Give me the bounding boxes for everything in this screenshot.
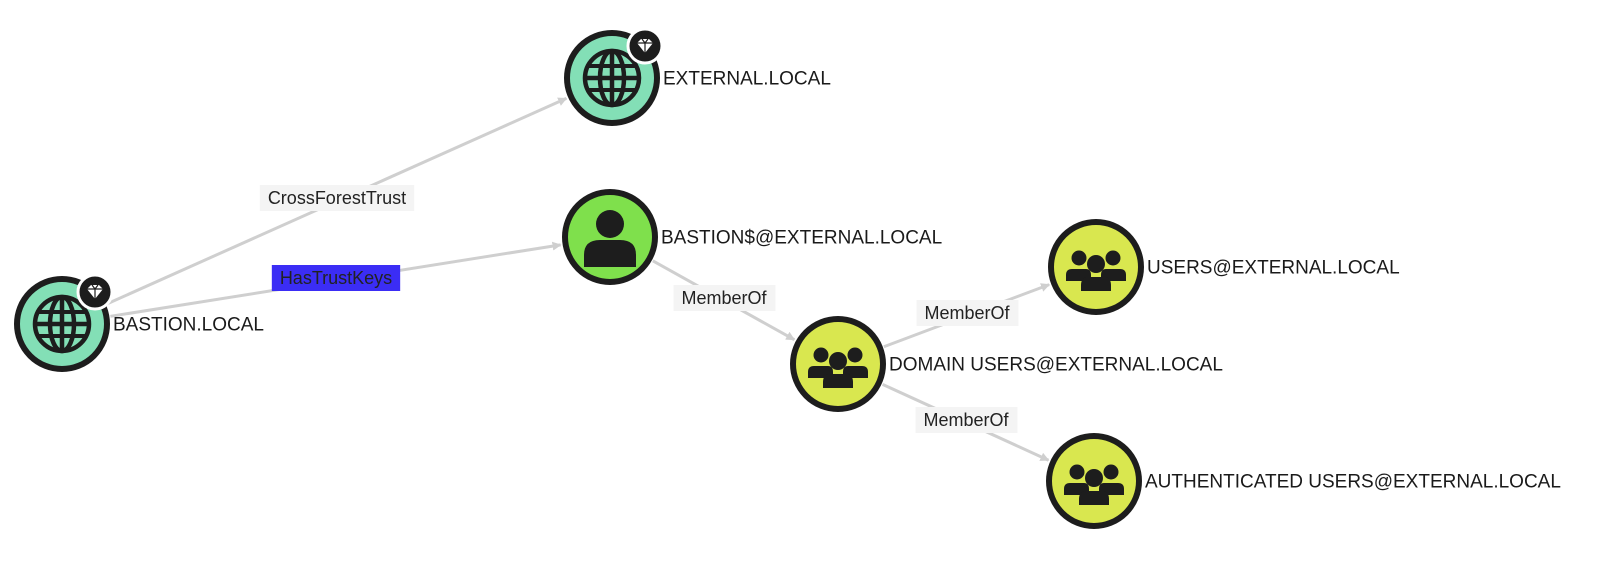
node-label: AUTHENTICATED USERS@EXTERNAL.LOCAL: [1145, 472, 1561, 493]
edge-label-text: MemberOf: [923, 410, 1009, 430]
edge-label-bg: [915, 407, 1018, 433]
node-label: BASTION$@EXTERNAL.LOCAL: [661, 228, 942, 249]
edge-label-text: MemberOf: [924, 303, 1010, 323]
edge-label-e3[interactable]: MemberOf: [673, 285, 776, 311]
edge-label-text: CrossForestTrust: [268, 188, 406, 208]
tier-zero-gem-icon: [76, 273, 114, 311]
edge-label-e1[interactable]: CrossForestTrust: [259, 185, 415, 211]
edge-label-text: MemberOf: [681, 288, 767, 308]
nodes-layer: BASTION.LOCAL EXTERNAL.LOCAL BASTION$@EXTE…: [14, 27, 1561, 529]
node-bastion-local[interactable]: BASTION.LOCAL: [14, 273, 264, 372]
edge-label-bg: [259, 185, 415, 211]
tier-zero-gem-icon: [626, 27, 664, 65]
edge-label-bg: [271, 265, 401, 291]
group-icon: [1064, 464, 1124, 505]
globe-icon: [32, 294, 92, 354]
edge-label-e5[interactable]: MemberOf: [915, 407, 1018, 433]
edge-label-bg: [673, 285, 776, 311]
node-label: BASTION.LOCAL: [113, 315, 264, 336]
edge-label-text: HasTrustKeys: [280, 268, 392, 288]
edge-labels-layer: CrossForestTrustHasTrustKeysMemberOfMemb…: [259, 185, 1019, 433]
node-authenticated-users[interactable]: AUTHENTICATED USERS@EXTERNAL.LOCAL: [1046, 433, 1561, 529]
node-label: USERS@EXTERNAL.LOCAL: [1147, 258, 1400, 279]
group-icon: [808, 347, 868, 388]
node-label: EXTERNAL.LOCAL: [663, 69, 831, 90]
user-icon: [584, 210, 636, 267]
node-bastion-computer[interactable]: BASTION$@EXTERNAL.LOCAL: [562, 189, 942, 285]
node-label: DOMAIN USERS@EXTERNAL.LOCAL: [889, 355, 1223, 376]
edge-label-bg: [916, 300, 1019, 326]
group-icon: [1066, 250, 1126, 291]
globe-icon: [582, 48, 642, 108]
node-external-local[interactable]: EXTERNAL.LOCAL: [564, 27, 831, 126]
edge-label-e4[interactable]: MemberOf: [916, 300, 1019, 326]
edges-layer: [106, 97, 1051, 462]
node-users[interactable]: USERS@EXTERNAL.LOCAL: [1048, 219, 1400, 315]
edge-label-e2[interactable]: HasTrustKeys: [271, 265, 401, 291]
node-domain-users[interactable]: DOMAIN USERS@EXTERNAL.LOCAL: [790, 316, 1223, 412]
